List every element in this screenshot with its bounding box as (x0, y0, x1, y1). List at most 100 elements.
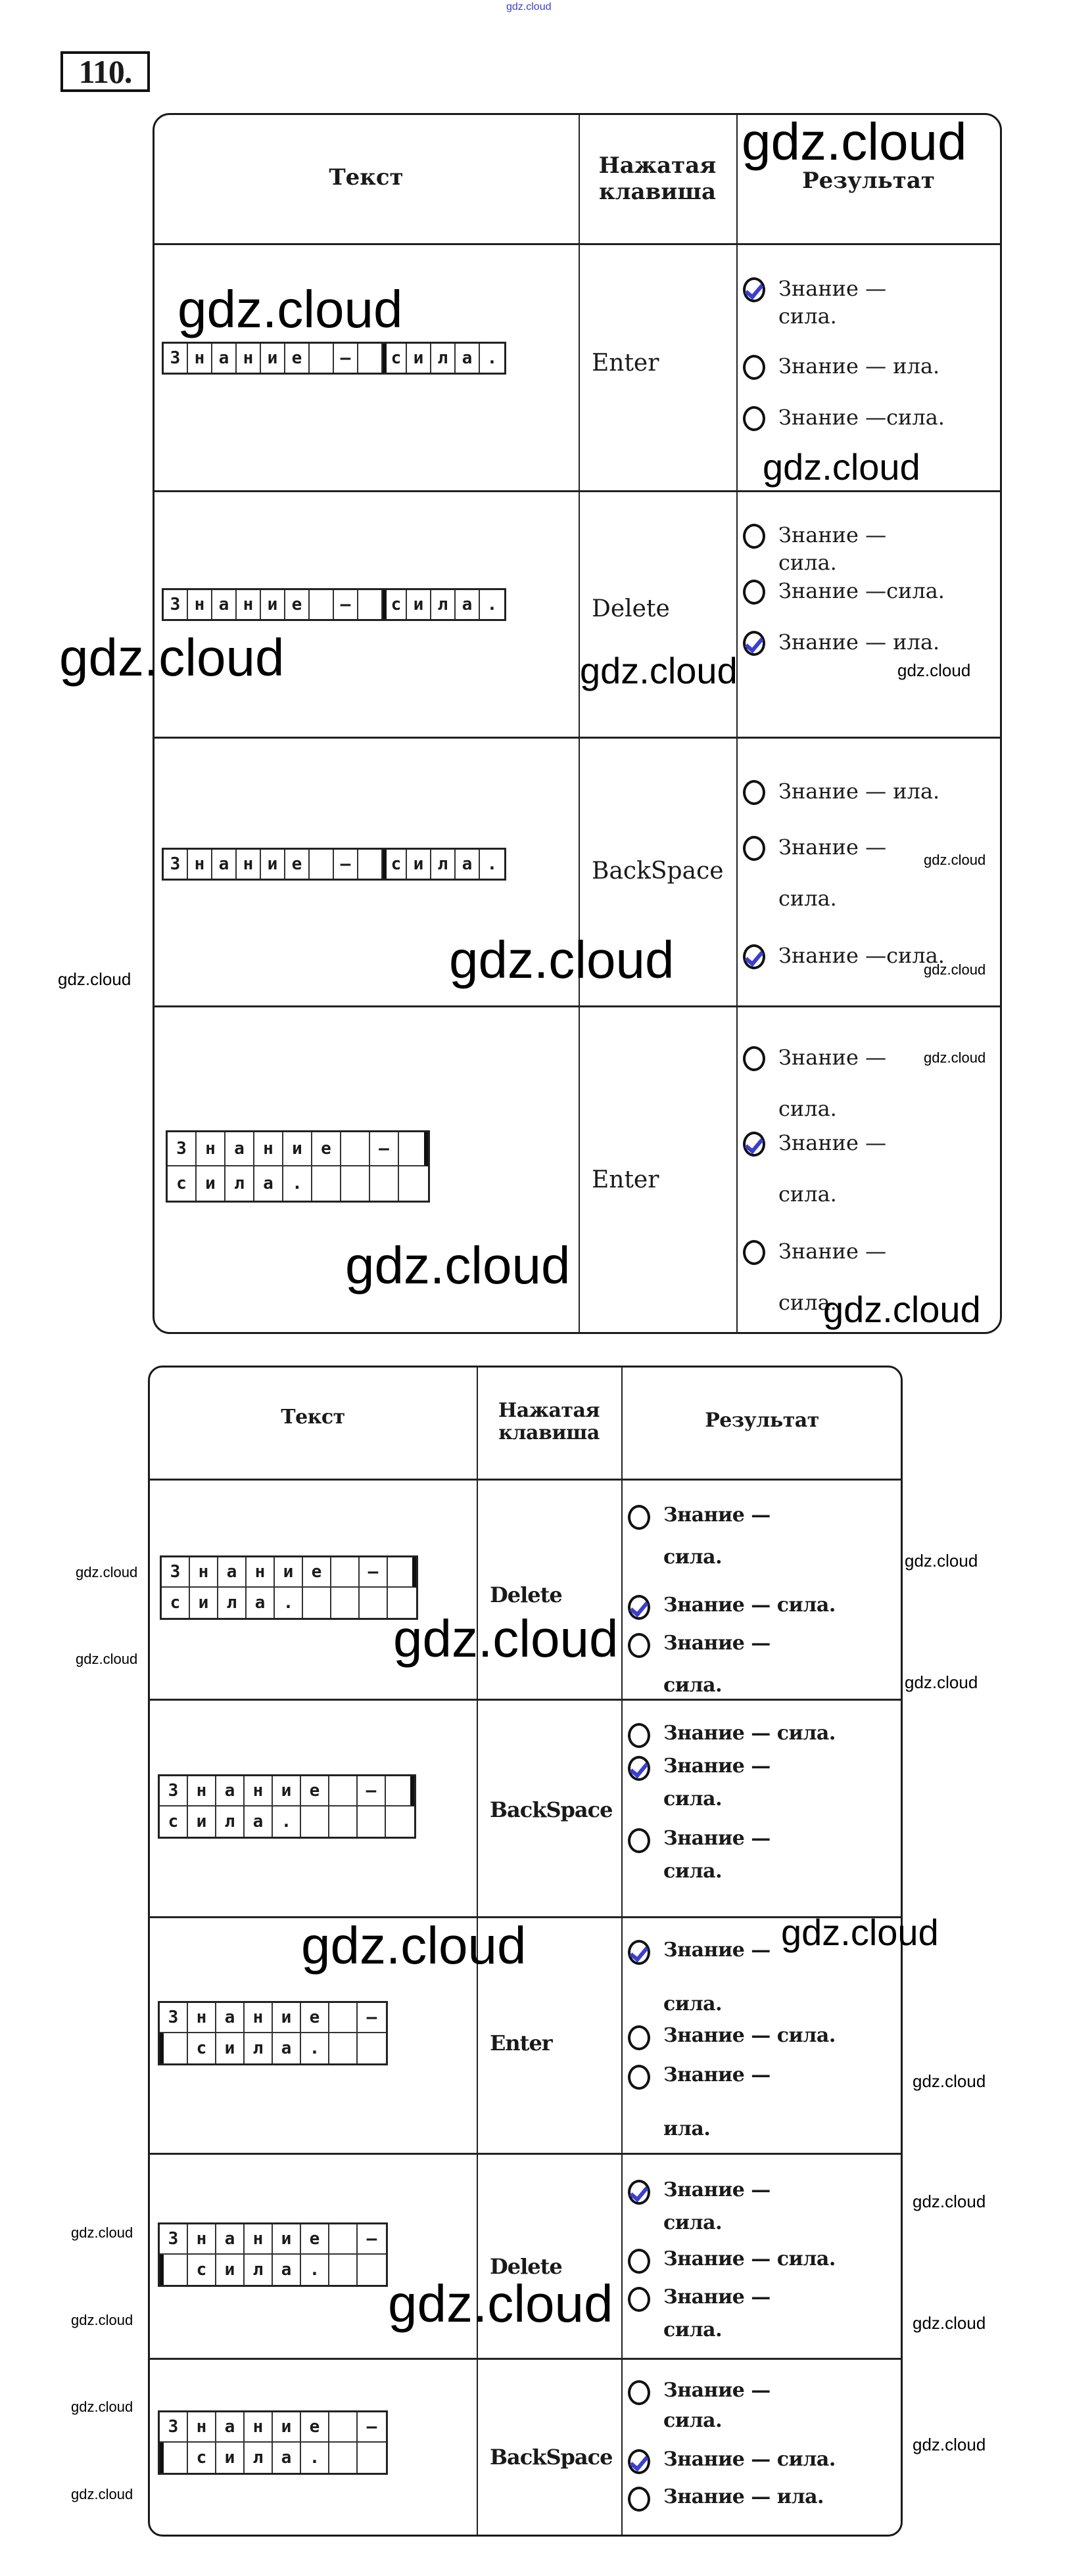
result-option-line: Знание — (663, 2379, 771, 2402)
result-option[interactable]: Знание — ила. (628, 2485, 824, 2512)
text-cell: . (487, 348, 498, 368)
radio-checked-icon[interactable] (628, 2449, 650, 2474)
radio-checked-icon[interactable] (628, 1940, 650, 1965)
radio-checked-icon[interactable] (743, 944, 765, 969)
text-cell: и (216, 2033, 245, 2063)
text-cell: — (358, 2412, 386, 2443)
table-1-divider (579, 114, 580, 1333)
radio-unchecked-icon[interactable] (743, 355, 765, 380)
result-option[interactable]: Знание — ила. (743, 630, 939, 656)
result-option[interactable]: Знание —сила. (743, 522, 886, 575)
text-cell: н (237, 344, 261, 373)
result-option[interactable]: Знание — ила. (743, 354, 939, 380)
text-cell: и (190, 1588, 218, 1618)
result-option-line: сила. (778, 1290, 837, 1315)
table-1 (153, 113, 1002, 1334)
radio-unchecked-icon[interactable] (628, 1633, 650, 1658)
radio-unchecked-icon[interactable] (743, 1240, 765, 1265)
result-option[interactable]: Знание — сила. (628, 1594, 836, 1620)
text-cell: н (247, 1557, 275, 1588)
result-option-line: Знание — (778, 835, 887, 860)
radio-unchecked-icon[interactable] (743, 836, 765, 861)
text-cell: З (160, 1776, 188, 1806)
watermark: gdz.cloud (345, 1236, 571, 1295)
result-option[interactable]: Знание —сила. (743, 943, 945, 969)
result-option[interactable]: Знание —сила. (628, 1755, 771, 1811)
radio-unchecked-icon[interactable] (743, 780, 765, 805)
watermark: gdz.cloud (913, 2313, 986, 2333)
watermark: gdz.cloud (76, 1564, 138, 1580)
radio-unchecked-icon[interactable] (743, 580, 765, 605)
text-cell: е (301, 2224, 329, 2255)
text-cell: е (285, 344, 310, 373)
result-option-label: Знание —сила. (778, 578, 945, 603)
watermark: gdz.cloud (71, 2399, 133, 2415)
table-2-row-divider (149, 1699, 901, 1701)
text-cell: . (487, 595, 498, 614)
radio-unchecked-icon[interactable] (628, 2065, 650, 2090)
radio-unchecked-icon[interactable] (628, 2249, 650, 2274)
text-cell: н (190, 1557, 218, 1588)
text-cell: а (273, 2443, 301, 2473)
result-option[interactable]: Знание —сила. (743, 1239, 886, 1315)
result-option[interactable]: Знание —сила. (628, 1827, 771, 1883)
watermark: gdz.cloud (905, 1672, 978, 1692)
radio-checked-icon[interactable] (628, 1756, 650, 1781)
result-option[interactable]: Знание —сила. (628, 2286, 771, 2342)
radio-unchecked-icon[interactable] (743, 406, 765, 431)
radio-checked-icon[interactable] (628, 1595, 650, 1620)
watermark: gdz.cloud (897, 660, 971, 680)
radio-unchecked-icon[interactable] (743, 1046, 765, 1071)
text-cell: и (273, 2003, 301, 2033)
watermark: gdz.cloud (924, 961, 986, 978)
result-option[interactable]: Знание —ила. (628, 2063, 771, 2141)
pressed-key-label: Delete (592, 595, 670, 622)
text-cell: л (245, 2255, 273, 2285)
radio-unchecked-icon[interactable] (628, 1723, 650, 1748)
text-cell: З (164, 344, 188, 373)
radio-unchecked-icon[interactable] (743, 524, 765, 549)
radio-unchecked-icon[interactable] (628, 2025, 650, 2050)
radio-unchecked-icon[interactable] (628, 1505, 650, 1530)
watermark: gdz.cloud (71, 2486, 133, 2502)
result-option[interactable]: Знание —сила. (743, 405, 945, 431)
result-option[interactable]: Знание —сила. (743, 1045, 886, 1121)
radio-unchecked-icon[interactable] (628, 1828, 650, 1853)
text-cell: с (188, 2255, 216, 2285)
result-option[interactable]: Знание —сила. (628, 1939, 771, 2016)
result-option[interactable]: Знание — сила. (628, 2247, 836, 2274)
result-option[interactable]: Знание —сила. (743, 835, 886, 911)
result-option[interactable]: Знание —сила. (628, 1504, 771, 1569)
text-cell: . (301, 2255, 329, 2285)
result-option[interactable]: Знание — сила. (628, 2024, 836, 2050)
radio-unchecked-icon[interactable] (628, 2287, 650, 2312)
text-cell: а (212, 850, 237, 879)
result-option[interactable]: Знание —сила. (743, 1130, 886, 1207)
radio-checked-icon[interactable] (743, 277, 765, 302)
result-option[interactable]: Знание —сила. (628, 2178, 771, 2235)
text-cell: и (197, 1166, 226, 1201)
result-option[interactable]: Знание —сила. (628, 1632, 771, 1697)
result-option[interactable]: Знание — сила. (628, 2448, 836, 2474)
watermark: gdz.cloud (301, 1916, 527, 1975)
result-option[interactable]: Знание —сила. (743, 578, 945, 605)
result-option[interactable]: Знание — сила. (628, 1722, 836, 1748)
radio-unchecked-icon[interactable] (628, 2487, 650, 2512)
result-option-line: Знание — (663, 1632, 771, 1655)
result-option[interactable]: Знание — ила. (743, 779, 939, 805)
result-option-line: Знание — (663, 1755, 771, 1778)
pressed-key-label: BackSpace (490, 1797, 613, 1822)
result-option[interactable]: Знание —сила. (628, 2379, 771, 2433)
result-option-label: Знание — сила. (663, 1594, 836, 1617)
watermark: gdz.cloud (71, 2224, 133, 2241)
text-cell: З (164, 590, 188, 619)
result-option[interactable]: Знание —сила. (743, 276, 886, 329)
text-cell: а (456, 344, 480, 373)
radio-checked-icon[interactable] (628, 2180, 650, 2205)
radio-checked-icon[interactable] (743, 1132, 765, 1157)
text-cell: а (273, 2255, 301, 2285)
result-option-line: Знание — (778, 1045, 887, 1070)
radio-checked-icon[interactable] (743, 631, 765, 656)
radio-unchecked-icon[interactable] (628, 2380, 650, 2405)
